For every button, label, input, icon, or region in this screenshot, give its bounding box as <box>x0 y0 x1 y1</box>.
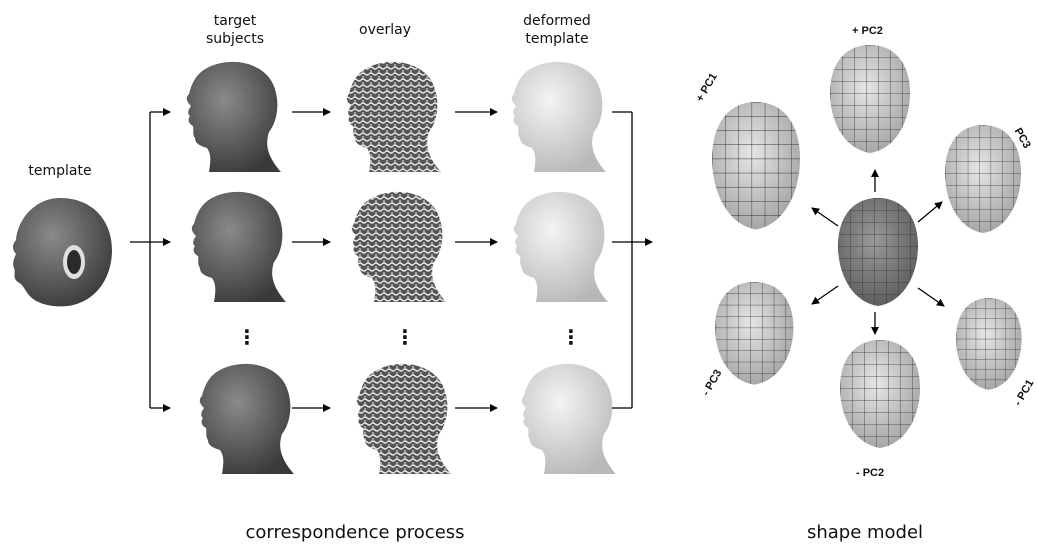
mesh-head-minus-pc2 <box>840 340 920 448</box>
plus-pc2-label: + PC2 <box>852 25 883 37</box>
overlay-head-1 <box>347 62 441 172</box>
correspondence-process-caption: correspondence process <box>230 522 480 543</box>
overlay-label: overlay <box>345 21 425 39</box>
target-subject-head-2 <box>192 192 286 302</box>
mesh-head-plus-pc1 <box>712 102 800 229</box>
merge-connector <box>612 112 652 408</box>
mesh-head-plus-pc3 <box>945 125 1021 233</box>
deformed-template-label: deformed template <box>512 12 602 48</box>
deformed-template-head-3 <box>522 364 616 474</box>
ellipsis-target: ⋮ <box>237 334 247 340</box>
ellipsis-deformed: ⋮ <box>561 334 571 340</box>
mesh-head-center <box>838 198 918 306</box>
target-subject-head-3 <box>200 364 294 474</box>
mesh-head-plus-pc2 <box>830 45 910 153</box>
target-subjects-label: target subjects <box>195 12 275 48</box>
shape-model-caption: shape model <box>790 522 940 543</box>
deformed-template-head-2 <box>514 192 608 302</box>
template-head <box>13 198 112 306</box>
minus-pc2-label: - PC2 <box>856 467 884 479</box>
deformed-template-head-1 <box>512 62 606 172</box>
mesh-head-minus-pc3 <box>715 282 793 385</box>
overlay-head-2 <box>352 192 446 302</box>
mesh-head-minus-pc1 <box>956 298 1022 390</box>
template-label: template <box>20 162 100 180</box>
overlay-head-3 <box>357 364 451 474</box>
branch-connector <box>130 112 170 408</box>
ellipsis-overlay: ⋮ <box>395 334 405 340</box>
target-subject-head-1 <box>187 62 281 172</box>
